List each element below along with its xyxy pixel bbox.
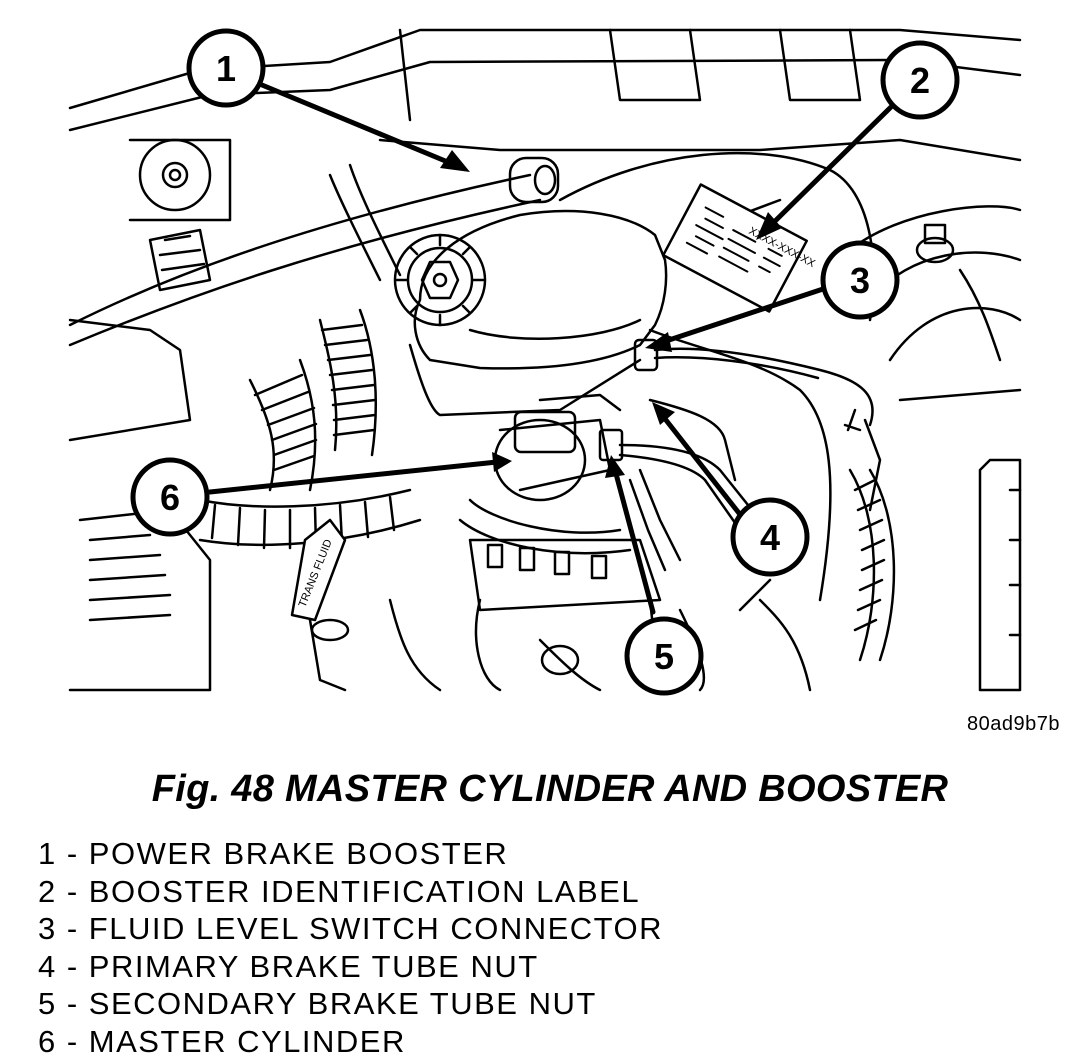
legend-list: 1 - POWER BRAKE BOOSTER 2 - BOOSTER IDEN… — [38, 835, 663, 1060]
callout-number-1: 1 — [216, 48, 236, 89]
engine-bay-illustration: XXXX-XXX-XX — [0, 0, 1088, 700]
legend-item-5: 5 - SECONDARY BRAKE TUBE NUT — [38, 985, 663, 1023]
corrugated-hose-upper — [320, 310, 376, 455]
legend-item-2: 2 - BOOSTER IDENTIFICATION LABEL — [38, 873, 663, 911]
callout-number-2: 2 — [910, 60, 930, 101]
callout-number-5: 5 — [654, 636, 674, 677]
legend-item-1: 1 - POWER BRAKE BOOSTER — [38, 835, 663, 873]
figure-code: 80ad9b7b — [967, 713, 1060, 736]
legend-item-6: 6 - MASTER CYLINDER — [38, 1023, 663, 1060]
reservoir-cap — [395, 235, 485, 325]
legend-item-4: 4 - PRIMARY BRAKE TUBE NUT — [38, 948, 663, 986]
callout-number-3: 3 — [850, 260, 870, 301]
leader-4 — [662, 415, 742, 517]
leader-6 — [210, 462, 497, 492]
vacuum-hose — [70, 165, 540, 345]
corrugated-hose-lower — [200, 360, 420, 548]
booster-grommet — [510, 158, 558, 202]
callout-number-4: 4 — [760, 517, 780, 558]
leader-2 — [768, 105, 893, 228]
legend-item-3: 3 - FLUID LEVEL SWITCH CONNECTOR — [38, 910, 663, 948]
left-components — [70, 140, 230, 690]
callout-number-6: 6 — [160, 477, 180, 518]
master-cylinder — [460, 395, 630, 553]
arrowhead-6 — [492, 452, 512, 472]
figure-caption: Fig. 48 MASTER CYLINDER AND BOOSTER — [0, 768, 1088, 811]
leader-1 — [262, 85, 455, 165]
fluid-reservoir — [410, 211, 666, 415]
